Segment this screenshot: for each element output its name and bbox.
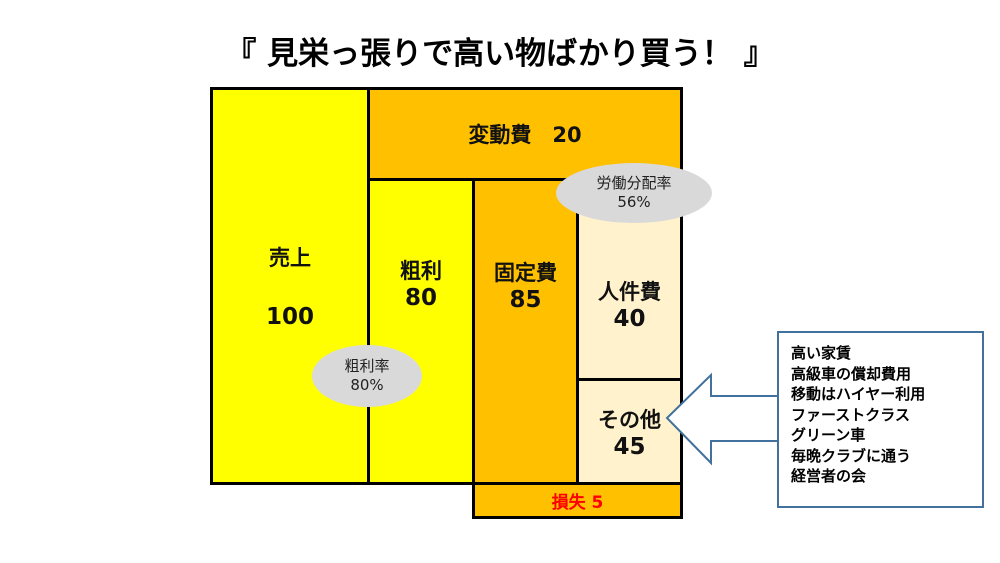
labor-cost-label: 人件費 (598, 279, 661, 304)
callout-item: 毎晩クラブに通う (791, 446, 912, 465)
labor-cost-value: 40 (613, 305, 646, 332)
sales-value: 100 (265, 304, 314, 330)
variable-cost-label: 変動費 20 (468, 123, 582, 147)
callout-item: 高い家賃 (791, 344, 852, 362)
labor-share-value: 56% (617, 193, 651, 211)
gross-margin-ellipse: 粗利率 80% (312, 345, 422, 407)
loss-block: 損失 5 (472, 482, 683, 519)
callout-item: 経営者の会 (791, 467, 867, 485)
sales-block: 売上 100 (210, 87, 370, 485)
sales-label: 売上 (269, 246, 311, 270)
callout-item: 移動はハイヤー利用 (791, 385, 926, 403)
other-cost-label: その他 (598, 407, 661, 432)
gross-profit-label: 粗利 (400, 259, 442, 283)
callout-item: ファーストクラス (791, 405, 910, 424)
callout-item: グリーン車 (791, 426, 866, 444)
labor-share-ellipse: 労働分配率 56% (556, 163, 712, 223)
callout-item: 高級車の償却費用 (791, 364, 912, 383)
loss-label: 損失 5 (551, 493, 604, 513)
fixed-cost-label: 固定費 (494, 261, 557, 285)
fixed-cost-value: 85 (509, 287, 542, 313)
page-title: 『 見栄っ張りで高い物ばかり買う！ 』 (225, 36, 775, 72)
gross-profit-value: 80 (404, 285, 437, 311)
other-cost-value: 45 (613, 433, 646, 460)
gross-margin-value: 80% (350, 376, 384, 394)
labor-share-label: 労働分配率 (596, 174, 672, 193)
fixed-cost-block: 固定費 85 (472, 178, 579, 485)
gross-margin-label: 粗利率 (344, 357, 390, 376)
other-cost-block: その他 45 (576, 378, 683, 485)
callout-box: 高い家賃 高級車の償却費用 移動はハイヤー利用 ファーストクラス グリーン車 毎… (777, 331, 984, 508)
